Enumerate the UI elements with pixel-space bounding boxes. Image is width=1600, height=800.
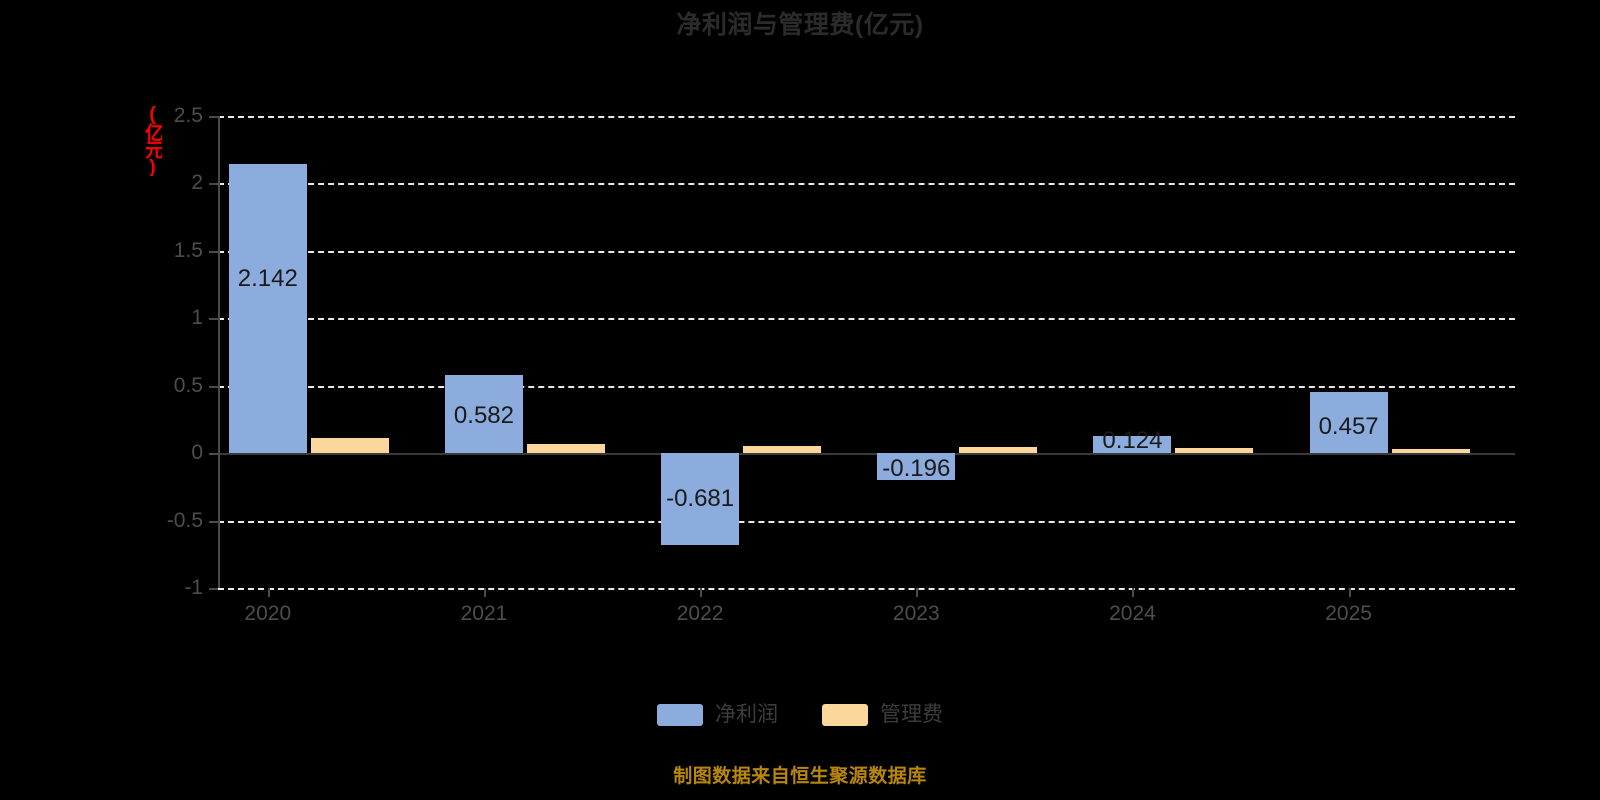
y-tick-label: -0.5 (166, 508, 203, 532)
gridline (218, 250, 1515, 253)
bar-净利润-2020[interactable] (228, 164, 307, 454)
bar-管理费-2021[interactable] (526, 444, 605, 454)
legend-swatch-icon (657, 704, 703, 726)
x-tick-mark (483, 588, 486, 597)
bar-净利润-2023[interactable] (877, 453, 956, 480)
bar-净利润-2022[interactable] (661, 453, 740, 545)
x-tick-label-2020: 2020 (244, 602, 292, 625)
bar-value-label: 0.124 (1102, 427, 1163, 455)
y-tick-mark (209, 183, 218, 186)
y-axis-line (218, 116, 220, 588)
x-tick-mark (1132, 588, 1135, 597)
bar-管理费-2024[interactable] (1175, 448, 1254, 454)
y-tick-label: 2 (191, 171, 203, 195)
x-tick-mark (916, 588, 919, 597)
bar-管理费-2025[interactable] (1391, 448, 1470, 454)
y-tick-mark (209, 520, 218, 523)
legend-label: 管理费 (880, 703, 943, 726)
gridline (218, 116, 1515, 118)
x-tick-label-2024: 2024 (1109, 602, 1156, 625)
chart-title: 净利润与管理费(亿元) (676, 11, 924, 39)
y-tick-label: -1 (184, 576, 203, 599)
x-tick-label-2021: 2021 (460, 602, 508, 625)
y-tick-mark (209, 250, 218, 253)
gridline (218, 318, 1515, 321)
y-tick-mark (209, 385, 218, 388)
x-tick-mark (700, 588, 703, 597)
bar-净利润-2021[interactable] (444, 374, 523, 454)
gridline (218, 588, 1515, 590)
legend-swatch-icon (822, 704, 868, 726)
y-tick-label: 2.5 (173, 104, 203, 127)
x-tick-label-2022: 2022 (676, 602, 724, 625)
zero-line (218, 453, 1515, 456)
y-tick-label: 0.5 (173, 373, 203, 397)
y-tick-mark (209, 116, 218, 118)
bar-管理费-2022[interactable] (743, 446, 822, 454)
y-tick-label: 1 (191, 306, 203, 330)
y-tick-mark (209, 588, 218, 590)
legend-label: 净利润 (715, 703, 778, 726)
bar-value-label: 2.142 (237, 265, 298, 293)
footer-note: 制图数据来自恒生聚源数据库 (673, 766, 927, 787)
bar-value-label: -0.196 (882, 455, 951, 483)
chart-legend: 净利润 管理费 (0, 704, 1600, 726)
gridline (218, 385, 1515, 388)
y-tick-label: 1.5 (173, 238, 203, 262)
legend-item-管理费[interactable]: 管理费 (822, 704, 943, 726)
x-tick-mark (1348, 588, 1351, 597)
y-tick-mark (209, 453, 218, 456)
bar-value-label: 0.457 (1318, 413, 1379, 441)
x-tick-mark (267, 588, 270, 597)
gridline (218, 183, 1515, 186)
y-tick-label: 0 (191, 441, 203, 465)
bar-净利润-2025[interactable] (1309, 391, 1388, 454)
y-tick-mark (209, 318, 218, 321)
x-tick-label-2023: 2023 (892, 602, 940, 625)
bar-净利润-2024[interactable] (1093, 436, 1172, 454)
plot-area (218, 116, 1515, 590)
bar-value-label: -0.681 (666, 485, 735, 513)
x-tick-label-2025: 2025 (1325, 602, 1372, 625)
bar-管理费-2020[interactable] (310, 438, 389, 454)
bar-value-label: 0.582 (453, 402, 514, 430)
bar-管理费-2023[interactable] (959, 447, 1038, 454)
gridline (218, 520, 1515, 523)
legend-item-净利润[interactable]: 净利润 (657, 704, 778, 726)
y-axis-unit-label: (亿元) (142, 104, 162, 176)
